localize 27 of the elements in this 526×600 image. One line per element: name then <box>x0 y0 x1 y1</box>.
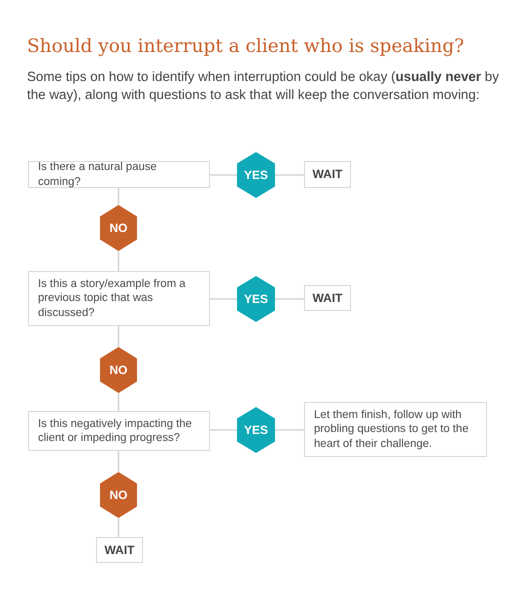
outcome-box: WAIT <box>96 537 143 563</box>
title: Should you interrupt a client who is speaking? <box>27 36 464 57</box>
connector-line <box>118 188 120 205</box>
connector-line <box>118 251 120 271</box>
yes-hexagon: YES <box>237 276 275 322</box>
connector-line <box>210 298 237 300</box>
connector-line <box>275 429 304 431</box>
intro-paragraph: Some tips on how to identify when interruption could be okay (usually never by the way), along with questions to ask that will keep the conversation moving: <box>27 68 500 104</box>
outcome-box: WAIT <box>304 161 351 188</box>
connector-line <box>118 518 120 537</box>
connector-line <box>118 451 120 472</box>
no-hexagon: NO <box>100 205 137 251</box>
connector-line <box>210 174 237 176</box>
connector-line <box>118 393 120 411</box>
connector-line <box>275 298 304 300</box>
question-box: Let them finish, follow up with probling questions to get to the heart of their challenge. <box>304 402 487 457</box>
question-box: Is this a story/example from a previous topic that was discussed? <box>28 271 210 326</box>
connector-line <box>275 174 304 176</box>
yes-hexagon: YES <box>237 152 275 198</box>
connector-line <box>210 429 237 431</box>
no-hexagon: NO <box>100 347 137 393</box>
question-box: Is there a natural pause coming? <box>28 161 210 188</box>
yes-hexagon: YES <box>237 407 275 453</box>
question-box: Is this negatively impacting the client or impeding progress? <box>28 411 210 451</box>
no-hexagon: NO <box>100 472 137 518</box>
outcome-box: WAIT <box>304 285 351 311</box>
connector-line <box>118 326 120 347</box>
